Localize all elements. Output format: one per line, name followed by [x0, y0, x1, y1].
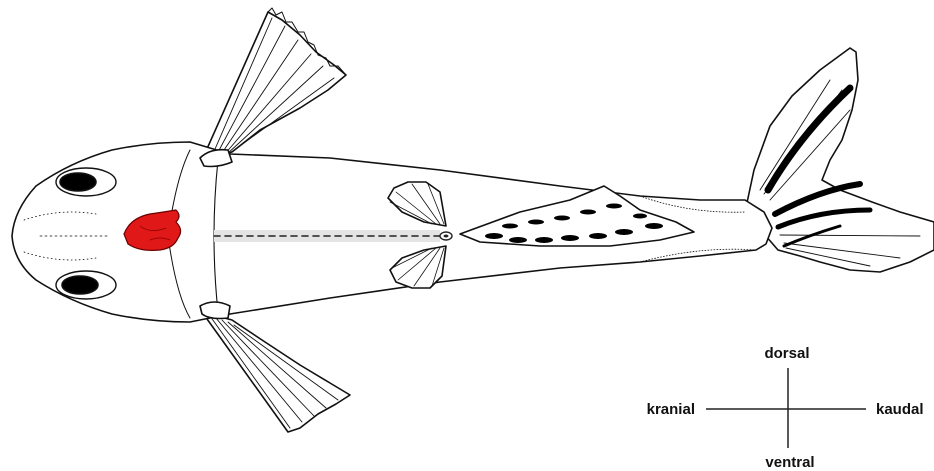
label-kaudal: kaudal [876, 401, 924, 418]
pectoral-fin-upper [202, 8, 346, 160]
pectoral-fin-lower [202, 312, 350, 432]
tail-fin [745, 48, 934, 272]
label-kranial: kranial [647, 401, 695, 418]
fish-illustration [12, 8, 934, 432]
eye-lower [56, 271, 116, 299]
fin-base-lower [200, 302, 230, 319]
orientation-cross: dorsal ventral kranial kaudal [647, 345, 924, 471]
eye-upper [56, 168, 116, 196]
label-ventral: ventral [765, 454, 814, 471]
label-dorsal: dorsal [764, 345, 809, 362]
